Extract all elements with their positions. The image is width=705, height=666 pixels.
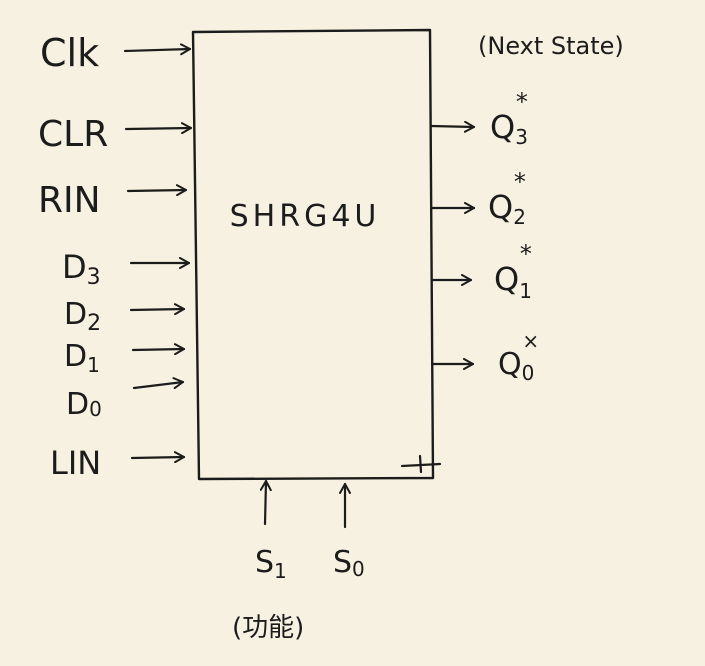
output-label-q2: Q2* bbox=[488, 168, 526, 229]
register-block bbox=[191, 28, 435, 481]
input-arrow-lin bbox=[130, 451, 186, 464]
selects-caption: (功能) bbox=[232, 613, 304, 643]
input-arrow-clr bbox=[124, 122, 193, 135]
select-label-s0: S0 bbox=[333, 545, 365, 581]
output-label-q3: Q3* bbox=[490, 88, 528, 149]
input-label-d2: D2 bbox=[64, 297, 101, 336]
corner-tick-mark bbox=[400, 454, 442, 474]
select-arrow-s1 bbox=[259, 479, 272, 526]
input-label-d1: D1 bbox=[64, 339, 100, 377]
input-label-d0: D0 bbox=[66, 387, 102, 422]
input-label-clk: Clk bbox=[40, 31, 99, 75]
input-arrow-d0 bbox=[132, 377, 185, 390]
input-label-clr: CLR bbox=[38, 114, 108, 155]
block-name: SHRG4U bbox=[230, 199, 381, 234]
input-arrow-d1 bbox=[131, 343, 186, 356]
output-label-q1: Q1* bbox=[494, 240, 532, 303]
input-label-d3: D3 bbox=[62, 248, 101, 290]
outputs-header: (Next State) bbox=[478, 32, 624, 60]
output-arrow-q3 bbox=[429, 120, 476, 133]
output-label-q0: Q0× bbox=[498, 329, 539, 385]
input-arrow-d2 bbox=[129, 303, 186, 316]
input-label-rin: RIN bbox=[38, 180, 101, 221]
input-arrow-rin bbox=[126, 184, 188, 197]
input-label-lin: LIN bbox=[50, 444, 101, 482]
select-label-s1: S1 bbox=[255, 545, 287, 583]
input-arrow-clk bbox=[123, 43, 192, 56]
